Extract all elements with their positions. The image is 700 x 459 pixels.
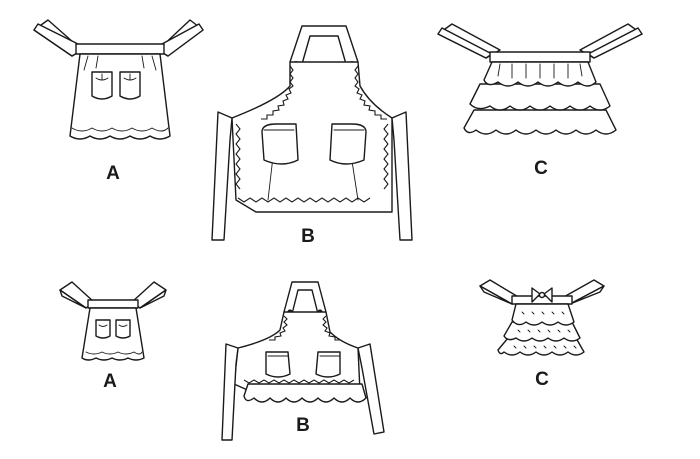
- view-label-c-large: C: [534, 158, 548, 179]
- view-label-c-small: C: [535, 369, 549, 390]
- view-label-a-small: A: [103, 371, 117, 392]
- view-label-b-small: B: [296, 415, 310, 436]
- apron-a-small: A: [59, 281, 167, 392]
- apron-c-small: C: [479, 279, 605, 390]
- view-label-b-large: B: [301, 226, 315, 247]
- apron-b-large: B: [211, 25, 413, 247]
- apron-b-small: B: [221, 281, 385, 441]
- view-label-a-large: A: [106, 163, 120, 184]
- apron-a-large: A: [33, 19, 204, 184]
- apron-c-large: C: [437, 23, 643, 179]
